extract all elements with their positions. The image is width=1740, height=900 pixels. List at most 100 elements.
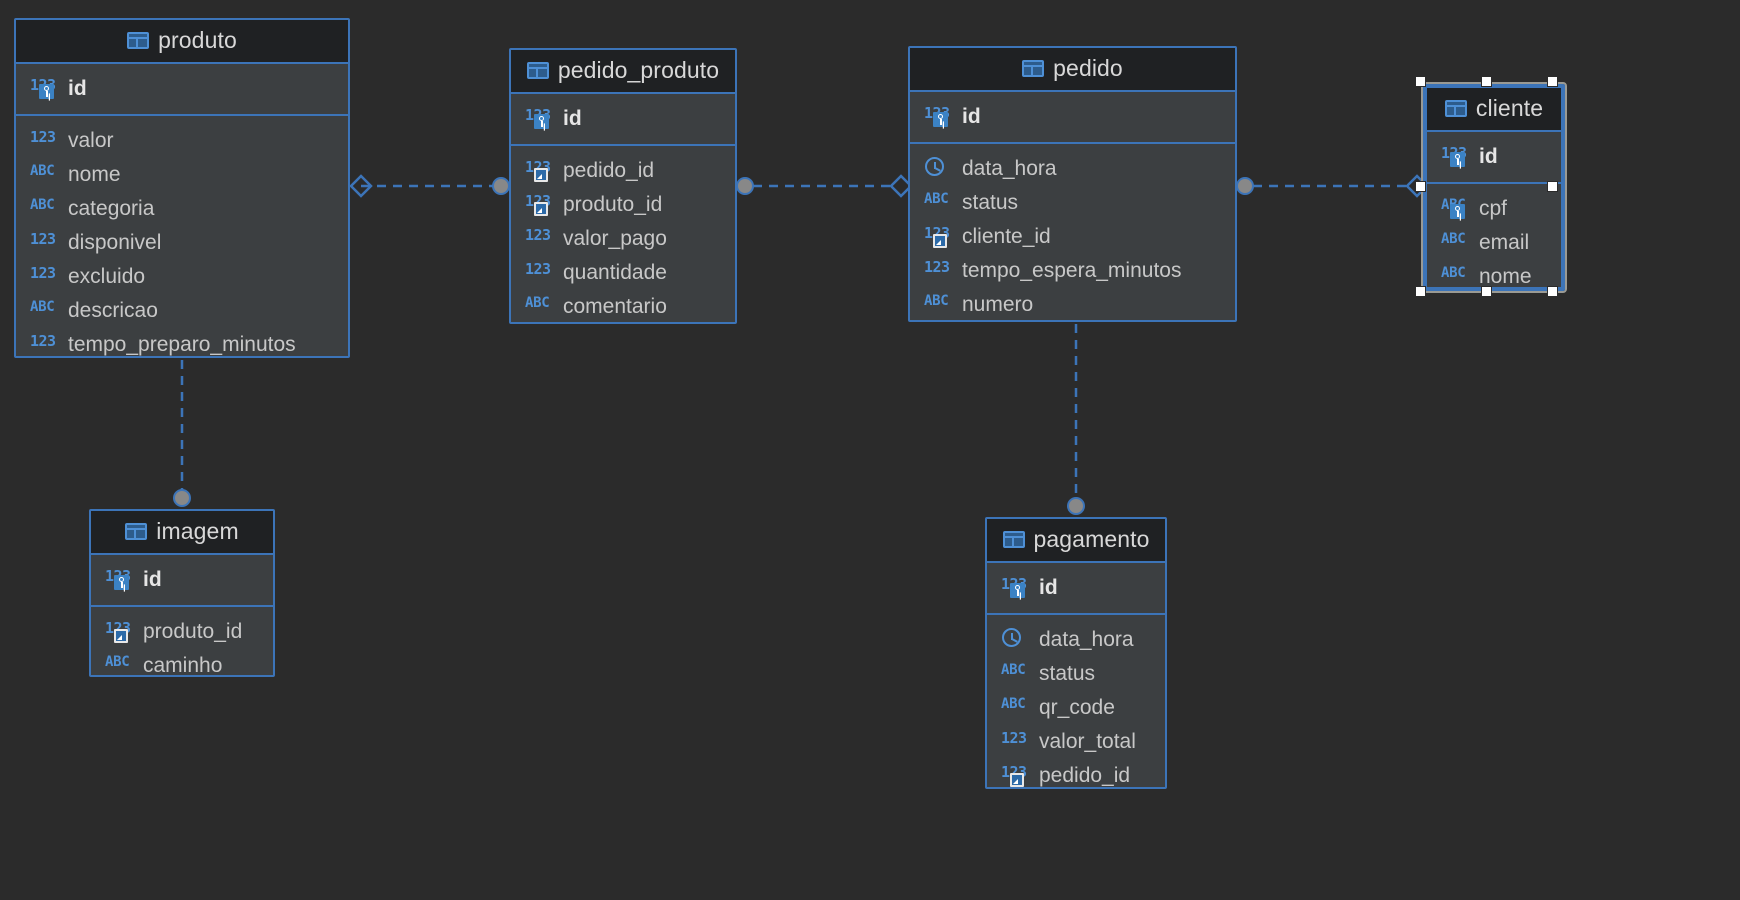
table-header-produto[interactable]: produto (16, 20, 348, 64)
number-type-icon: 123 (525, 107, 555, 129)
number-type-icon: 123 (1001, 576, 1031, 598)
column-row-pagamento-data_hora[interactable]: data_hora (1001, 622, 1153, 656)
table-name: pagamento (1033, 526, 1150, 552)
table-icon (1022, 60, 1045, 77)
table-name: pedido_produto (557, 57, 720, 83)
table-header-cliente[interactable]: cliente (1427, 88, 1561, 132)
table-icon (526, 62, 549, 79)
table-node-pedido[interactable]: pedido 123id data_horaABCstatus123cliente_… (908, 46, 1237, 322)
column-row-pagamento-id[interactable]: 123 id (1001, 570, 1153, 604)
table-header-pagamento[interactable]: pagamento (987, 519, 1165, 563)
resize-handle-1[interactable] (1481, 76, 1492, 87)
resize-handle-2[interactable] (1547, 76, 1558, 87)
relation-rel-produto-imagem[interactable] (173, 360, 191, 507)
table-icon (125, 523, 148, 540)
column-row-cliente-id[interactable]: 123id (1441, 139, 1549, 173)
column-row-cliente-cpf[interactable]: ABCcpf (1441, 191, 1549, 225)
relation-rel-pedido-cliente[interactable] (1236, 174, 1429, 198)
column-name: cpf (1479, 196, 1508, 220)
column-name: id (1039, 575, 1058, 599)
table-name: cliente (1475, 95, 1544, 121)
table-node-pedido_produto[interactable]: pedido_produto 123 id 123pedido_id123produt… (509, 48, 737, 324)
column-row-imagem-id[interactable]: 123id (105, 562, 261, 596)
resize-handle-4[interactable] (1547, 181, 1558, 192)
relation-rel-pedido-pagamento[interactable] (1067, 324, 1085, 515)
number-type-icon: 123 (1001, 764, 1031, 787)
text-type-icon: ABC (525, 295, 550, 311)
column-name: id (68, 76, 87, 100)
column-name: nome (1479, 264, 1532, 288)
number-type-icon: 123 (525, 193, 555, 216)
number-type-icon: 123 (1001, 729, 1027, 747)
column-row-pedido-id[interactable]: 123id (924, 99, 1223, 133)
primary-key-section-pedido_produto: 123 id (511, 94, 735, 146)
primary-key-icon (933, 112, 948, 127)
resize-handle-6[interactable] (1481, 286, 1492, 297)
foreign-key-icon (933, 234, 947, 248)
primary-key-section-imagem: 123id (91, 555, 273, 607)
relation-rel-produto-pedido_produto[interactable] (349, 174, 510, 198)
number-type-icon: 123 (30, 128, 56, 146)
table-node-produto[interactable]: produto123id123valorABCnomeABCcategoria1… (14, 18, 350, 358)
text-type-icon: ABC (1001, 662, 1026, 678)
number-type-icon: 123 (525, 159, 555, 182)
foreign-key-icon (1010, 773, 1024, 787)
foreign-key-icon (534, 168, 548, 182)
text-type-icon: ABC (30, 197, 55, 213)
table-node-cliente[interactable]: cliente 123idABCcpfABCemailABCnome (1421, 82, 1567, 293)
resize-handle-5[interactable] (1415, 286, 1426, 297)
resize-handle-3[interactable] (1415, 181, 1426, 192)
table-header-imagem[interactable]: imagem (91, 511, 273, 555)
column-row-pagamento-status[interactable]: ABC status (1001, 656, 1153, 690)
many-cardinality-dot (492, 177, 510, 195)
table-header-pedido_produto[interactable]: pedido_produto (511, 50, 735, 94)
column-row-pedido_produto-id[interactable]: 123 id (525, 101, 723, 135)
column-name: id (563, 106, 582, 130)
column-name: status (1039, 661, 1096, 685)
resize-handle-7[interactable] (1547, 286, 1558, 297)
column-name: produto_id (143, 619, 243, 643)
table-header-pedido[interactable]: pedido (910, 48, 1235, 92)
column-row-pedido-data_hora[interactable]: data_hora (924, 151, 1223, 185)
column-name: quantidade (563, 260, 667, 284)
primary-key-icon (39, 84, 54, 99)
columns-section-cliente: ABCcpfABCemailABCnome (1427, 184, 1561, 288)
column-row-pagamento-valor_total[interactable]: 123 valor_total (1001, 724, 1153, 758)
resize-handle-0[interactable] (1415, 76, 1426, 87)
table-name: produto (158, 27, 237, 53)
column-name: tempo_espera_minutos (962, 258, 1182, 282)
table-name: imagem (156, 518, 239, 544)
column-name: valor_total (1039, 729, 1136, 753)
column-name: data_hora (1039, 627, 1134, 651)
number-type-icon: 123 (924, 105, 954, 127)
relation-rel-pedido_produto-pedido[interactable] (736, 174, 913, 198)
column-row-produto-id[interactable]: 123id (30, 71, 336, 105)
text-type-icon: ABC (924, 293, 949, 309)
